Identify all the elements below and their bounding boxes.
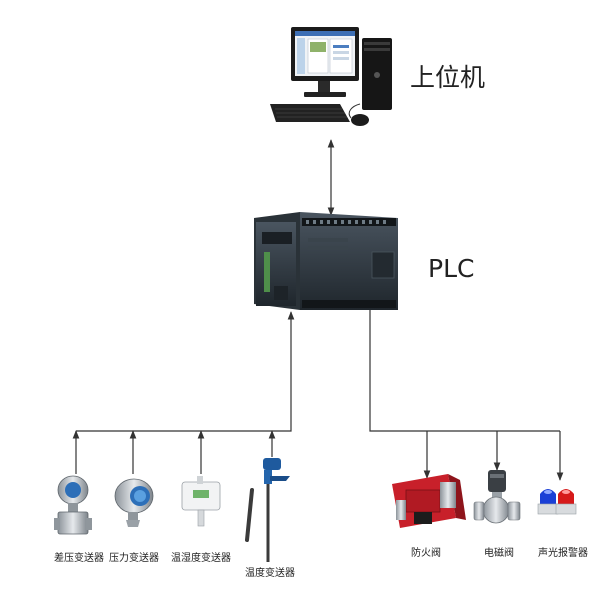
- differential-pressure-transmitter-icon: [54, 475, 92, 535]
- sensor-label-1: 差压变送器: [54, 551, 104, 564]
- sensor-label-4: 温度变送器: [245, 566, 295, 579]
- plc-controller-icon: [254, 212, 398, 310]
- actuator-bus-from-plc: [369, 310, 560, 432]
- desktop-computer-icon: [270, 27, 392, 126]
- actuator-label-1: 防火阀: [411, 546, 441, 559]
- sound-light-alarm-icon: [537, 489, 577, 515]
- connection-lines: [72, 139, 564, 481]
- sensor-label-3: 温湿度变送器: [171, 551, 231, 564]
- plc-label: PLC: [428, 254, 474, 283]
- actuator-label-3: 声光报警器: [538, 546, 588, 559]
- temperature-transmitter-icon: [245, 458, 290, 562]
- host-label: 上位机: [410, 63, 485, 92]
- solenoid-valve-icon: [473, 470, 521, 524]
- sensor-label-2: 压力变送器: [109, 551, 159, 564]
- sensor-bus-to-plc: [76, 311, 295, 432]
- fire-damper-valve-icon: [392, 474, 466, 528]
- actuator-label-2: 电磁阀: [484, 546, 514, 559]
- pressure-transmitter-icon: [114, 478, 154, 527]
- temperature-humidity-transmitter-icon: [181, 476, 221, 527]
